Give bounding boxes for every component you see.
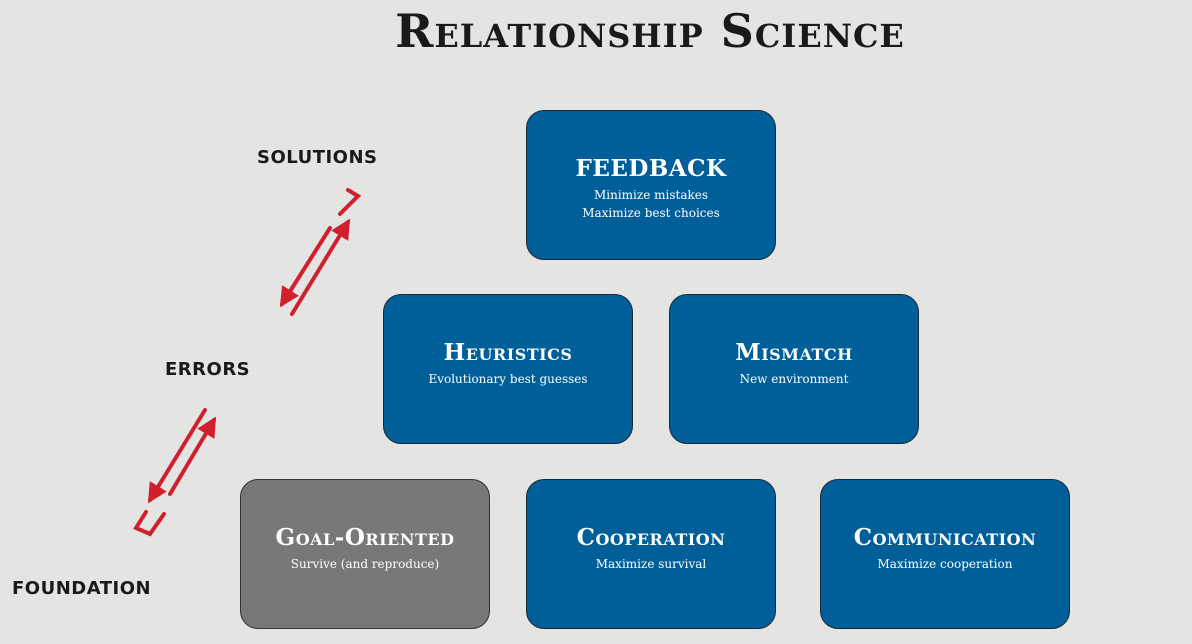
lower-arrow-down <box>147 408 207 504</box>
box-communication-title: Communication <box>853 524 1037 551</box>
upper-arrow-down <box>279 226 332 308</box>
box-goal-oriented-title: Goal-Oriented <box>275 524 455 551</box>
lower-arrow-up <box>168 416 217 496</box>
box-cooperation-title: Cooperation <box>576 524 726 551</box>
label-solutions: SOLUTIONS <box>257 147 378 168</box>
box-mismatch: Mismatch New environment <box>669 294 919 444</box>
box-cooperation: Cooperation Maximize survival <box>526 479 776 629</box>
box-communication: Communication Maximize cooperation <box>820 479 1070 629</box>
diagram-title: Relationship Science <box>395 4 905 58</box>
box-feedback: FEEDBACK Minimize mistakes Maximize best… <box>526 110 776 260</box>
box-heuristics-line-1: Evolutionary best guesses <box>428 372 588 386</box>
box-cooperation-line-1: Maximize survival <box>595 557 707 571</box>
box-goal-oriented-line-1: Survive (and reproduce) <box>290 557 440 571</box>
box-feedback-line-2: Maximize best choices <box>582 206 720 220</box>
box-communication-line-1: Maximize cooperation <box>877 557 1013 571</box>
label-errors: ERRORS <box>165 359 251 380</box>
box-feedback-line-1: Minimize mistakes <box>593 188 709 202</box>
upper-arrow-up <box>290 218 351 316</box>
upper-arrow-loop <box>338 188 362 216</box>
box-goal-oriented: Goal-Oriented Survive (and reproduce) <box>240 479 490 629</box>
box-heuristics-title: Heuristics <box>443 339 573 366</box>
box-mismatch-line-1: New environment <box>739 372 849 386</box>
box-feedback-title: FEEDBACK <box>575 155 727 182</box>
box-mismatch-title: Mismatch <box>735 339 853 366</box>
lower-arrow-loop <box>133 510 166 537</box>
label-foundation: FOUNDATION <box>12 578 152 599</box>
box-heuristics: Heuristics Evolutionary best guesses <box>383 294 633 444</box>
